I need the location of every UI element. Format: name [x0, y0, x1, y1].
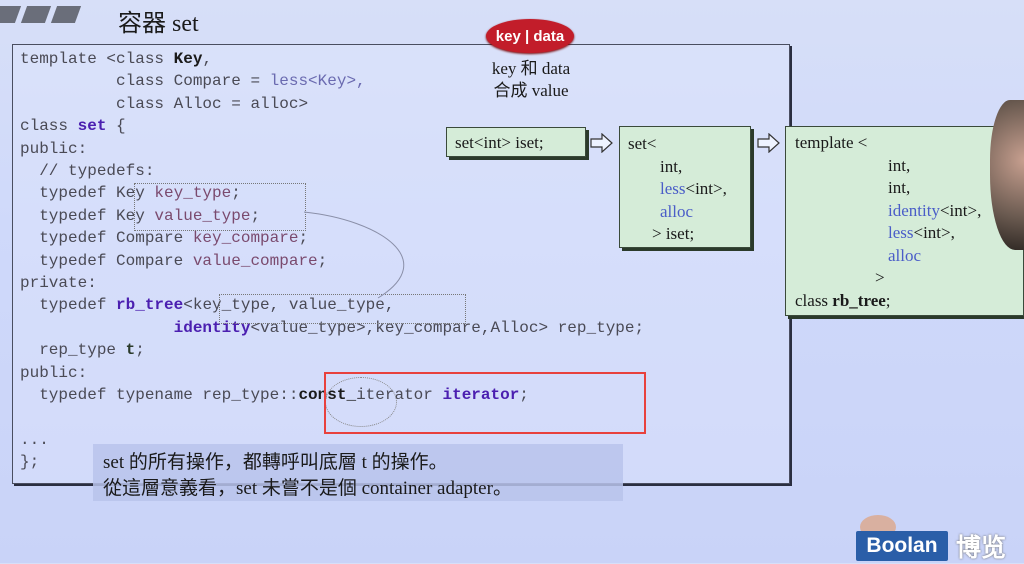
- iterator-highlight-box: [324, 372, 646, 434]
- set-open: set<: [628, 134, 657, 153]
- presenter-video-overlay: [990, 100, 1024, 250]
- code-line: class set {: [20, 117, 126, 136]
- code-line: private:: [20, 274, 97, 293]
- boolan-logo: Boolan: [856, 531, 948, 561]
- title-decoration: [0, 6, 82, 23]
- rb-tree-args-highlight: [219, 294, 466, 324]
- note-line-2: 從這層意義看，set 未嘗不是個 container adapter。: [103, 478, 512, 499]
- code-line: typedef Compare value_compare;: [20, 251, 328, 270]
- key-type-highlight: [134, 183, 306, 231]
- set-arg-key: int,: [660, 156, 683, 176]
- set-expansion-box: set< int, less<int>, alloc > iset;: [619, 126, 751, 248]
- badge-caption-line1: key 和 data: [491, 59, 571, 78]
- set-close: > iset;: [652, 224, 695, 243]
- rb-arg-alloc: alloc: [888, 245, 922, 265]
- rb-arg-value: int,: [888, 178, 911, 197]
- code-line: typedef Compare key_compare;: [20, 229, 309, 248]
- badge-caption: key 和 data 合成 value: [476, 58, 586, 102]
- rb-arg-compare: less<int>,: [888, 223, 955, 242]
- template-close: >: [875, 268, 885, 287]
- connector-curve: [303, 211, 405, 299]
- code-line: };: [20, 453, 40, 472]
- code-line: ...: [20, 430, 49, 449]
- code-line: typedef rb_tree<key_type, value_type,: [20, 296, 395, 315]
- set-arg-compare: less<int>,: [660, 179, 727, 198]
- code-line: // typedefs:: [20, 162, 155, 181]
- rb-tree-class-decl: class rb_tree;: [795, 290, 891, 310]
- note-line-1: set 的所有操作，都轉呼叫底層 t 的操作。: [103, 452, 448, 473]
- code-line: class Compare = less<Key>,: [20, 72, 366, 91]
- template-open: template <: [795, 133, 868, 152]
- iset-declaration-box: set<int> iset;: [446, 127, 586, 157]
- rb-arg-key: int,: [888, 155, 911, 175]
- code-line: typedef Key key_type;: [20, 184, 241, 203]
- slide-title: 容器 set: [118, 11, 199, 37]
- rb-tree-expansion-box: template < int, int, identity<int>, less…: [785, 126, 1024, 316]
- arrow-right-icon: [590, 133, 613, 153]
- badge-caption-line2: 合成 value: [493, 81, 569, 100]
- set-arg-alloc: alloc: [660, 201, 694, 221]
- explanation-note: set 的所有操作，都轉呼叫底層 t 的操作。 從這層意義看，set 未嘗不是個…: [93, 444, 623, 501]
- code-line: class Alloc = alloc>: [20, 94, 309, 113]
- code-line: rep_type t;: [20, 341, 145, 360]
- code-line: public:: [20, 139, 88, 158]
- boolan-logo-cn: 博览: [956, 535, 1007, 562]
- code-line: typedef Key value_type;: [20, 206, 261, 225]
- code-line: template <class Key,: [20, 50, 213, 68]
- code-line: public:: [20, 363, 88, 382]
- key-data-badge: key | data: [486, 19, 574, 53]
- rb-arg-keyofvalue: identity<int>,: [888, 200, 982, 220]
- arrow-right-icon: [757, 133, 780, 153]
- code-panel: [12, 44, 790, 484]
